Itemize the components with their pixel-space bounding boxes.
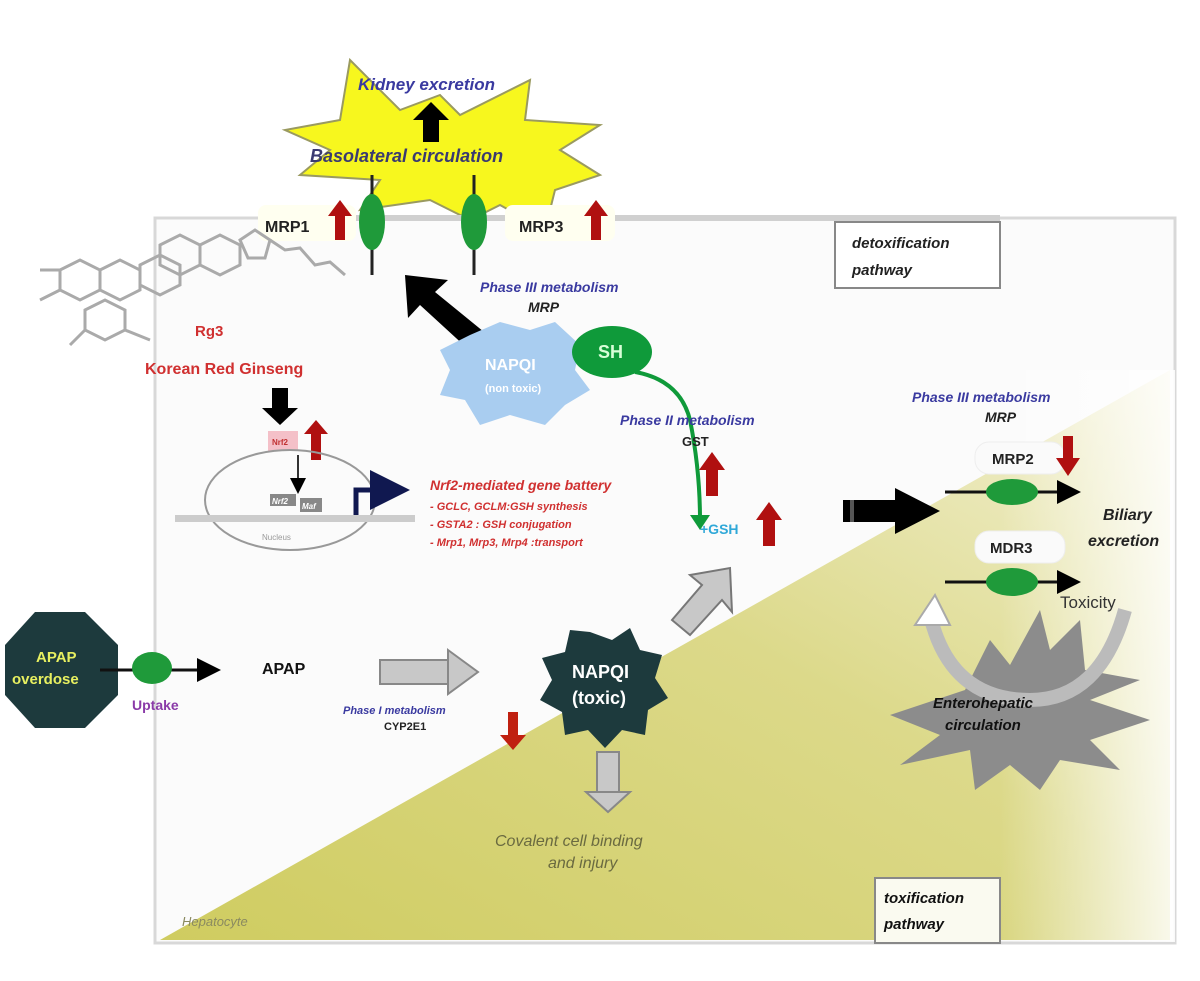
uptake-label: Uptake xyxy=(132,697,179,713)
covalent-binding-label-2: and injury xyxy=(548,855,618,872)
gene-battery-item: - GSTA2 : GSH conjugation xyxy=(430,519,572,531)
maf-label: Maf xyxy=(302,502,317,511)
ginseng-down-arrow-icon xyxy=(262,388,298,425)
gene-battery-item: - GCLC, GCLM:GSH synthesis xyxy=(430,501,588,513)
gene-battery-item: - Mrp1, Mrp3, Mrp4 :transport xyxy=(430,537,584,549)
mrp1-label: MRP1 xyxy=(265,219,310,236)
biliary-excretion-label-2: excretion xyxy=(1088,533,1159,550)
rg3-molecule-structure xyxy=(39,228,346,347)
apap-label: APAP xyxy=(262,661,306,678)
basolateral-circulation-label: Basolateral circulation xyxy=(310,146,503,166)
mrp-right-label: MRP xyxy=(985,409,1017,425)
to-biliary-arrow-icon xyxy=(843,488,940,534)
apap-overdose-label-1: APAP xyxy=(36,649,77,666)
toxification-label-1: toxification xyxy=(884,890,964,907)
napqi-to-covalent-arrow-icon xyxy=(583,751,633,814)
mrp2-label: MRP2 xyxy=(992,451,1034,468)
nrf2-label: Nrf2 xyxy=(272,438,289,447)
gst-label: GST xyxy=(682,434,709,449)
toxicity-label: Toxicity xyxy=(1060,593,1116,612)
apap-to-napqi-arrow-icon xyxy=(379,648,480,696)
mrp3-label: MRP3 xyxy=(519,219,564,236)
toxification-label-2: pathway xyxy=(883,916,945,933)
covalent-binding-label-1: Covalent cell binding xyxy=(495,833,643,850)
up-arrow-kidney-icon xyxy=(413,102,449,142)
sh-curve-arrowhead-icon xyxy=(690,515,710,530)
mrp1-up-arrow-icon xyxy=(328,200,352,240)
gene-battery-title: Nrf2-mediated gene battery xyxy=(430,477,612,493)
toxification-box xyxy=(874,877,1001,944)
rg3-label: Rg3 xyxy=(195,323,223,340)
mrp-top-label: MRP xyxy=(528,299,560,315)
mdr3-label: MDR3 xyxy=(990,540,1033,557)
nrf2-up-arrow-icon xyxy=(304,420,328,460)
mrp3-up-arrow-icon xyxy=(584,200,608,240)
mrp1-transporter-icon xyxy=(359,175,385,275)
nrf2-box xyxy=(268,431,298,451)
mdr3-transporter-icon xyxy=(945,568,1081,596)
napqi-toxic-sublabel: (toxic) xyxy=(572,688,626,708)
cyp2e1-down-arrow-icon xyxy=(500,712,526,750)
detoxification-box xyxy=(834,221,1001,289)
nrf2-nucleus-label: Nrf2 xyxy=(272,497,289,506)
hepatocyte-label: Hepatocyte xyxy=(182,914,248,929)
uptake-transporter-icon xyxy=(100,652,221,684)
phase3-top-label: Phase III metabolism xyxy=(480,279,619,295)
mrp3-transporter-icon xyxy=(461,175,487,275)
transcription-arrow-icon xyxy=(353,470,410,515)
sh-conjugation-curve xyxy=(634,370,702,521)
kidney-excretion-label: Kidney excretion xyxy=(358,75,495,94)
sh-group-shape xyxy=(572,326,652,378)
phase1-label: Phase I metabolism xyxy=(343,705,446,717)
gene-battery-up-arrow-icon xyxy=(699,452,725,496)
nrf2-nucleus-box xyxy=(270,494,296,506)
napqi-nontoxic-label: NAPQI xyxy=(485,357,536,374)
napqi-nontoxic-shape xyxy=(440,322,590,425)
biliary-excretion-label-1: Biliary xyxy=(1103,507,1153,524)
mrp2-down-arrow-icon xyxy=(1056,436,1080,476)
mrp2-transporter-icon xyxy=(945,479,1081,505)
cyp2e1-label: CYP2E1 xyxy=(384,721,426,733)
nucleus-label: Nucleus xyxy=(262,533,291,542)
napqi-toxic-label: NAPQI xyxy=(572,662,629,682)
enterohepatic-label-1: Enterohepatic xyxy=(933,695,1034,712)
napqi-to-gsh-arrow-icon xyxy=(670,566,734,637)
apap-overdose-octagon xyxy=(5,612,118,728)
dna-strand xyxy=(175,515,415,522)
korean-red-ginseng-label: Korean Red Ginseng xyxy=(145,361,303,378)
napqi-toxic-shape xyxy=(540,628,668,748)
apap-overdose-label-2: overdose xyxy=(12,671,79,688)
detoxification-label-2: pathway xyxy=(851,262,913,279)
enterohepatic-arrowhead-icon xyxy=(913,593,952,626)
sh-label: SH xyxy=(598,342,623,362)
gsh-label: +GSH xyxy=(700,521,739,537)
mdr3-box xyxy=(974,530,1066,564)
enterohepatic-label-2: circulation xyxy=(945,717,1021,734)
napqi-nontoxic-sublabel: (non toxic) xyxy=(485,383,542,395)
enterohepatic-cycle-arrow xyxy=(923,608,1132,708)
maf-box xyxy=(300,498,322,512)
phase2-label: Phase II metabolism xyxy=(620,412,755,428)
phase3-right-label: Phase III metabolism xyxy=(912,389,1051,405)
detoxification-label-1: detoxification xyxy=(852,235,950,252)
gsh-up-arrow-icon xyxy=(756,502,782,546)
